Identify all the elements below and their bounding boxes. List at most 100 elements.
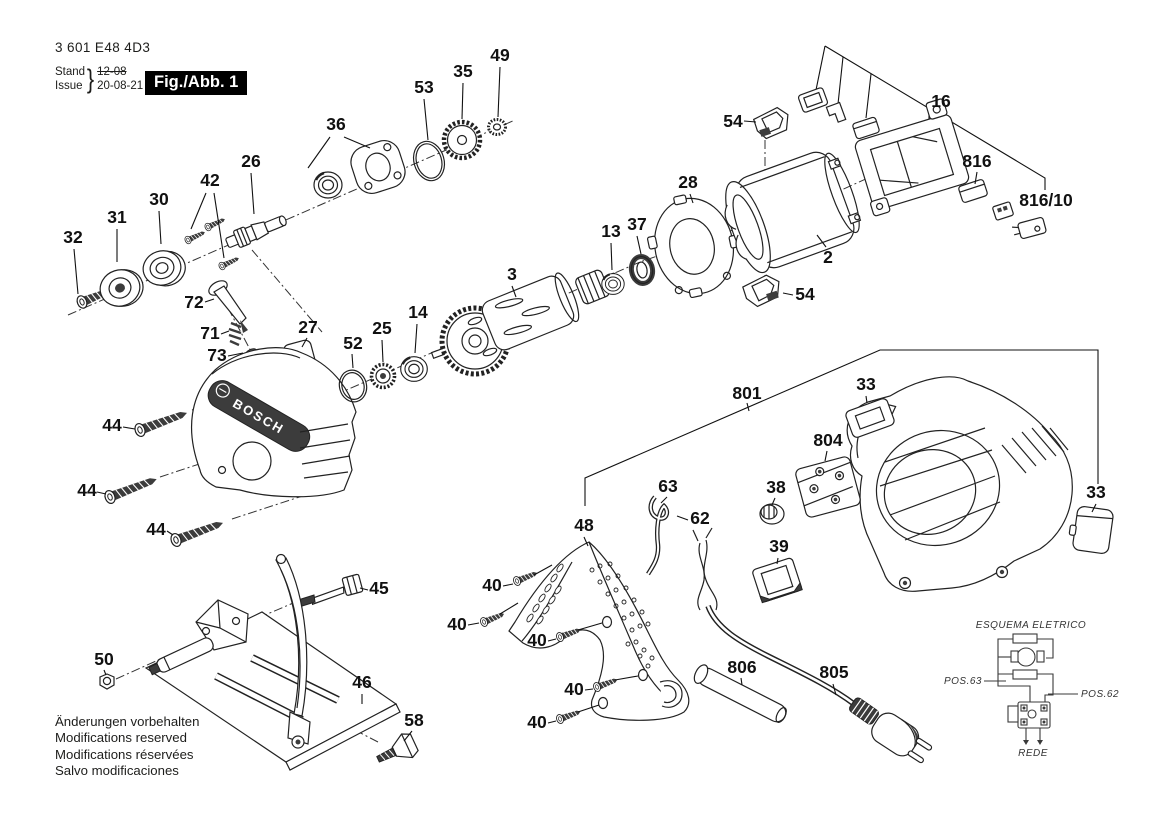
- handle-perforations: [589, 561, 655, 669]
- part-label-816: 816: [962, 151, 991, 171]
- part-label-3: 3: [507, 264, 517, 284]
- screw-44b: [102, 472, 160, 506]
- plug: [871, 712, 933, 764]
- screw-40a: [511, 568, 540, 587]
- screw-42b: [203, 215, 227, 233]
- part-label-33-right: 33: [1086, 482, 1106, 502]
- base-plate-46: [144, 599, 401, 771]
- part-label-53: 53: [414, 77, 434, 97]
- stand-label: Stand: [55, 66, 86, 78]
- notice-de: Änderungen vorbehalten: [55, 714, 200, 729]
- schematic-switch: [1007, 701, 1051, 729]
- carbon-brush: [852, 116, 880, 140]
- part-label-37: 37: [627, 214, 646, 234]
- flange-36: [350, 140, 406, 194]
- screw-42c: [217, 254, 241, 272]
- schematic-rede: REDE: [1018, 748, 1048, 759]
- part-label-40d: 40: [564, 679, 584, 699]
- armature-body: [481, 272, 580, 351]
- button-38: [759, 503, 785, 525]
- brush-holder-54-bottom: [742, 274, 780, 308]
- part-label-54-top: 54: [723, 111, 743, 131]
- schematic-title: ESQUEMA ELETRICO: [976, 620, 1086, 631]
- lever-72: [208, 280, 248, 333]
- part-label-40a: 40: [482, 575, 502, 595]
- connector-a: [797, 87, 829, 113]
- wing-bolt-58: [376, 733, 419, 763]
- wire-clip-62: [646, 495, 670, 576]
- part-label-32: 32: [63, 227, 83, 247]
- part-label-45: 45: [369, 578, 389, 598]
- part-label-42: 42: [200, 170, 220, 190]
- leader-lines: [73, 66, 1097, 742]
- gear-35: [441, 119, 483, 161]
- part-label-14: 14: [408, 302, 428, 322]
- cover-33-right: [1068, 506, 1114, 554]
- pulley-30: [142, 250, 186, 287]
- part-label-801: 801: [732, 383, 761, 403]
- part-label-44b: 44: [77, 480, 97, 500]
- stand-value-struck: 12-08: [97, 66, 127, 78]
- screw-44a: [132, 406, 190, 439]
- part-label-54-bottom: 54: [795, 284, 815, 304]
- part-label-816-10: 816/10: [1019, 190, 1073, 210]
- issue-value: 20-08-21: [97, 79, 144, 92]
- strain-relief: [849, 697, 879, 725]
- latch-33-left: [845, 398, 897, 438]
- bearing-36: [312, 170, 344, 200]
- figure-number-box: Fig./Abb. 1: [145, 71, 248, 95]
- schematic-pos63: POS.63: [944, 676, 982, 687]
- bolt-45: [297, 573, 364, 608]
- part-label-39: 39: [769, 536, 789, 556]
- notice-fr: Modifications réservées: [55, 746, 194, 762]
- part-label-40b: 40: [447, 614, 467, 634]
- box-39: [752, 557, 803, 604]
- ring-37: [628, 254, 656, 286]
- part-label-805: 805: [819, 662, 848, 682]
- connector-816-10a: [992, 201, 1014, 221]
- ring-52: [338, 369, 368, 403]
- part-label-804: 804: [813, 430, 842, 450]
- spring-71: [228, 321, 242, 347]
- base-plate-group: [99, 406, 419, 771]
- part-label-16: 16: [931, 91, 951, 111]
- blade-guard-27: BOSCH: [190, 339, 357, 498]
- cable-cuff: [659, 680, 683, 708]
- part-label-48: 48: [574, 515, 594, 535]
- bevel-arc-guide: [275, 553, 311, 749]
- part-label-27: 27: [298, 317, 317, 337]
- part-label-44c: 44: [146, 519, 166, 539]
- part-label-38: 38: [766, 477, 786, 497]
- power-cord-805: [692, 527, 933, 764]
- notice-es: Salvo modificaciones: [55, 763, 179, 779]
- armature-group: [338, 194, 740, 403]
- bracket-16-frame: [854, 98, 970, 217]
- part-label-2: 2: [823, 247, 833, 267]
- part-label-71: 71: [200, 323, 220, 343]
- part-label-44a: 44: [102, 415, 122, 435]
- bearing-13: [600, 272, 626, 296]
- stator-group: [724, 106, 862, 308]
- spindle-26: [225, 215, 287, 248]
- bracket-16-group: [797, 45, 1047, 240]
- part-label-25: 25: [372, 318, 392, 338]
- part-label-28: 28: [678, 172, 698, 192]
- o-ring-53: [412, 140, 446, 182]
- part-label-31: 31: [107, 207, 127, 227]
- revision-block: Stand Issue } 12-08 20-08-21: [55, 64, 143, 95]
- nut-50: [99, 673, 115, 690]
- grip-serrations: [526, 563, 564, 625]
- plate-816-10b: [1012, 216, 1047, 240]
- screw-40e: [554, 706, 583, 725]
- part-label-30: 30: [149, 189, 169, 209]
- part-label-33-left: 33: [856, 374, 876, 394]
- wiring-schematic: ESQUEMA ELETRICO POS.63 POS.62: [944, 620, 1119, 759]
- part-label-58: 58: [404, 710, 424, 730]
- modifications-notice: Änderungen vorbehalten Modifications res…: [55, 714, 199, 780]
- drive-train-group: [74, 118, 507, 356]
- part-label-806: 806: [727, 657, 756, 677]
- part-label-49: 49: [490, 45, 510, 65]
- revision-brace: }: [86, 64, 95, 94]
- notice-en: Modifications reserved: [55, 730, 187, 746]
- pinion-49: [487, 118, 507, 136]
